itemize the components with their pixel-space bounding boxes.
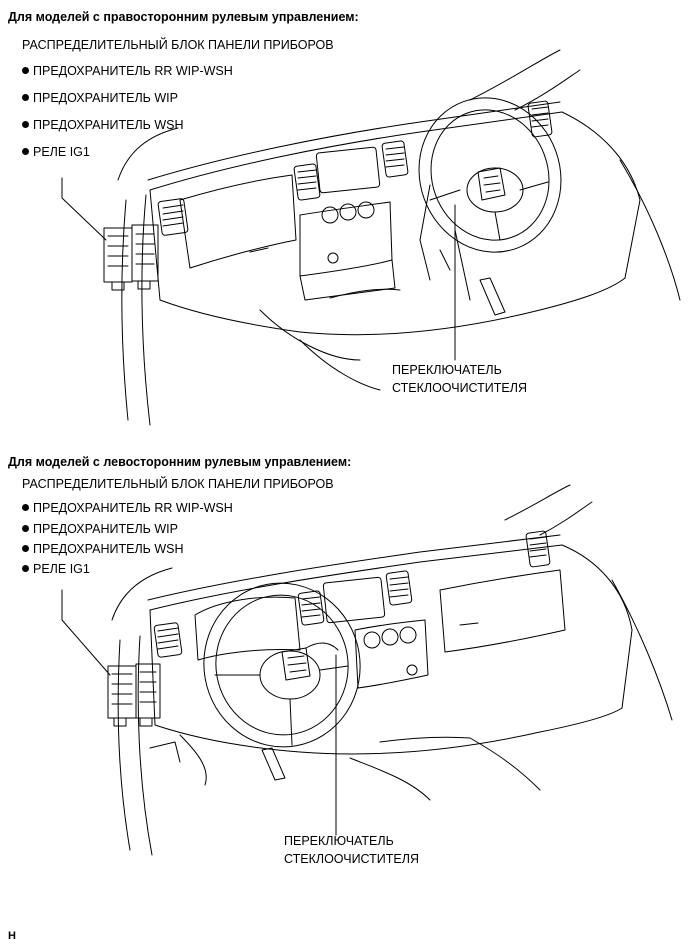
vent-icon: [154, 622, 182, 657]
junction-block-label-lhd: РАСПРЕДЕЛИТЕЛЬНЫЙ БЛОК ПАНЕЛИ ПРИБОРОВ: [22, 477, 334, 491]
component-label: РЕЛЕ IG1: [33, 145, 90, 159]
vent-icon: [158, 198, 188, 235]
bullet-icon: [22, 504, 29, 511]
vent-icon: [294, 164, 321, 201]
component-item: ПРЕДОХРАНИТЕЛЬ RR WIP-WSH: [22, 64, 233, 78]
section-heading-lhd: Для моделей с левосторонним рулевым упра…: [8, 455, 352, 469]
vent-icon: [528, 101, 553, 137]
bullet-icon: [22, 67, 29, 74]
junction-block-label-rhd: РАСПРЕДЕЛИТЕЛЬНЫЙ БЛОК ПАНЕЛИ ПРИБОРОВ: [22, 38, 334, 52]
dashboard-illustration-rhd: [0, 40, 690, 430]
vent-icon: [526, 531, 551, 567]
component-label: ПРЕДОХРАНИТЕЛЬ WSH: [33, 118, 184, 132]
wiper-switch-label-rhd: СТЕКЛООЧИСТИТЕЛЯ: [392, 381, 527, 395]
vent-icon: [298, 591, 324, 626]
bullet-icon: [22, 94, 29, 101]
section-heading-rhd: Для моделей с правосторонним рулевым упр…: [8, 10, 359, 24]
wiper-switch-label-lhd: ПЕРЕКЛЮЧАТЕЛЬ: [284, 834, 394, 848]
vent-icon: [386, 571, 412, 606]
component-item: ПРЕДОХРАНИТЕЛЬ WIP: [22, 91, 178, 105]
component-item: РЕЛЕ IG1: [22, 562, 90, 576]
bullet-icon: [22, 148, 29, 155]
bullet-icon: [22, 121, 29, 128]
component-item: ПРЕДОХРАНИТЕЛЬ WSH: [22, 118, 184, 132]
bullet-icon: [22, 545, 29, 552]
component-label: ПРЕДОХРАНИТЕЛЬ WIP: [33, 522, 178, 536]
component-item: ПРЕДОХРАНИТЕЛЬ RR WIP-WSH: [22, 501, 233, 515]
component-item: ПРЕДОХРАНИТЕЛЬ WIP: [22, 522, 178, 536]
junction-block-icon: [104, 225, 158, 290]
component-item: ПРЕДОХРАНИТЕЛЬ WSH: [22, 542, 184, 556]
dashboard-illustration-lhd: [0, 480, 690, 870]
vent-icon: [382, 141, 409, 178]
component-label: ПРЕДОХРАНИТЕЛЬ WIP: [33, 91, 178, 105]
wiper-switch-label-lhd: СТЕКЛООЧИСТИТЕЛЯ: [284, 852, 419, 866]
component-label: ПРЕДОХРАНИТЕЛЬ WSH: [33, 542, 184, 556]
bullet-icon: [22, 565, 29, 572]
component-label: ПРЕДОХРАНИТЕЛЬ RR WIP-WSH: [33, 501, 233, 515]
wiper-switch-label-rhd: ПЕРЕКЛЮЧАТЕЛЬ: [392, 363, 502, 377]
figure-code: H: [8, 930, 16, 942]
component-label: ПРЕДОХРАНИТЕЛЬ RR WIP-WSH: [33, 64, 233, 78]
junction-block-icon: [108, 664, 160, 726]
component-label: РЕЛЕ IG1: [33, 562, 90, 576]
bullet-icon: [22, 525, 29, 532]
component-item: РЕЛЕ IG1: [22, 145, 90, 159]
